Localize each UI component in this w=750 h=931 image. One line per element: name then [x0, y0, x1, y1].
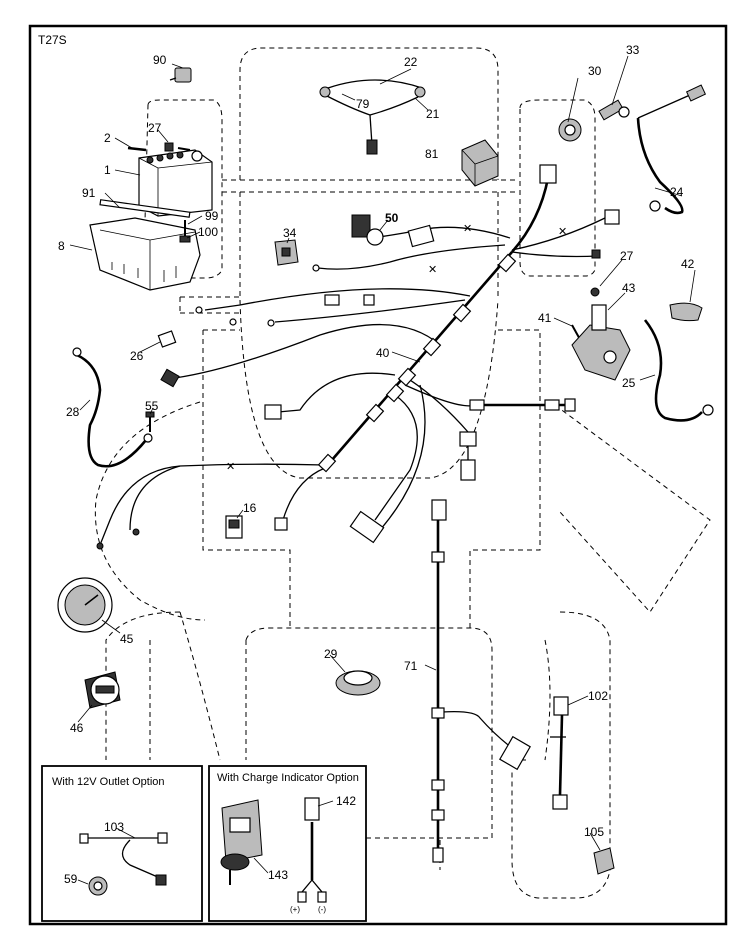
- callout-8: 8: [58, 239, 65, 253]
- part-91-strap: [99, 199, 191, 218]
- main-harness-40: ✕ ✕ ✕ ✕: [99, 177, 606, 546]
- callout-59: 59: [64, 872, 78, 886]
- callout-22: 22: [404, 55, 418, 69]
- callout-46: 46: [70, 721, 84, 735]
- callout-42: 42: [681, 257, 695, 271]
- svg-text:✕: ✕: [428, 264, 437, 276]
- callout-2: 2: [104, 131, 111, 145]
- callout-103: 103: [104, 820, 124, 834]
- part-25-cable: [643, 319, 714, 422]
- part-43-starter-solenoid: [571, 304, 631, 381]
- callout-33: 33: [626, 43, 640, 57]
- callout-25: 25: [622, 376, 636, 390]
- svg-text:✕: ✕: [463, 223, 472, 235]
- part-102-harness: [550, 696, 569, 810]
- callout-50: 50: [385, 211, 399, 225]
- callout-81: 81: [425, 147, 439, 161]
- part-55-bolt: [145, 411, 155, 432]
- part-71-harness: [431, 499, 531, 863]
- part-33-key: [598, 99, 624, 121]
- polarity-minus-label: (-): [318, 905, 326, 914]
- callout-45: 45: [120, 632, 134, 646]
- part-105-connector: [593, 847, 615, 875]
- part-26-fuse: [157, 330, 177, 348]
- part-22-79-21-light-harness: [319, 79, 426, 155]
- callout-71: 71: [404, 659, 418, 673]
- callout-105: 105: [584, 825, 604, 839]
- part-27-nut: [164, 142, 191, 152]
- harness-connectors: [96, 164, 620, 550]
- callout-41: 41: [538, 311, 552, 325]
- diagram-code: T27S: [38, 33, 67, 47]
- callout-34: 34: [283, 226, 297, 240]
- svg-text:✕: ✕: [226, 461, 235, 473]
- callout-99: 99: [205, 209, 219, 223]
- polarity-plus-label: (+): [290, 905, 300, 914]
- callout-43: 43: [622, 281, 636, 295]
- option-box-charge-title: With Charge Indicator Option: [217, 772, 359, 784]
- part-16-switch: [225, 515, 243, 539]
- callout-27b: 27: [620, 249, 634, 263]
- callout-29: 29: [324, 647, 338, 661]
- part-45-gauge: [57, 577, 113, 633]
- callout-26: 26: [130, 349, 144, 363]
- part-27-washer: [590, 287, 600, 297]
- callout-79: 79: [356, 97, 370, 111]
- option-box-12v: With 12V Outlet Option: [41, 765, 203, 922]
- part-81-relay: [461, 139, 499, 187]
- callout-143: 143: [268, 868, 288, 882]
- callout-28: 28: [66, 405, 80, 419]
- part-28-ground-cable: [72, 347, 153, 468]
- part-50-switch: [351, 214, 435, 248]
- part-34-switch: [274, 239, 299, 266]
- callout-40: 40: [376, 346, 390, 360]
- part-24-battery-cable: [618, 84, 707, 215]
- callout-27a: 27: [148, 121, 162, 135]
- callout-91: 91: [82, 186, 96, 200]
- part-90-fuse-holder: [169, 67, 192, 83]
- callout-21: 21: [426, 107, 440, 121]
- part-1-battery: [138, 149, 213, 217]
- callouts: 90 22 79 21 81 30 33 2 27 1 91 99 100 8 …: [58, 43, 695, 886]
- svg-text:✕: ✕: [558, 226, 567, 238]
- callout-142: 142: [336, 794, 356, 808]
- callout-55: 55: [145, 399, 159, 413]
- part-29-plug: [335, 670, 381, 696]
- leader-lines: [69, 55, 696, 885]
- callout-24: 24: [670, 185, 684, 199]
- callout-16: 16: [243, 501, 257, 515]
- part-99-100-hardware: [179, 220, 191, 243]
- callout-30: 30: [588, 64, 602, 78]
- tractor-outline: [94, 47, 711, 899]
- part-30-ignition-switch: [558, 118, 582, 142]
- callout-1: 1: [104, 163, 111, 177]
- part-46-hour-meter: [84, 671, 121, 709]
- callout-102: 102: [588, 689, 608, 703]
- option-box-12v-title: With 12V Outlet Option: [52, 776, 165, 788]
- part-42-terminal-boot: [669, 302, 703, 322]
- callout-100: 100: [198, 225, 218, 239]
- callout-90: 90: [153, 53, 167, 67]
- part-2-bolt: [127, 146, 147, 152]
- part-8-battery-tray: [89, 217, 201, 291]
- option-box-charge: With Charge Indicator Option (+) (-): [208, 765, 367, 922]
- diagram-frame: [28, 24, 728, 926]
